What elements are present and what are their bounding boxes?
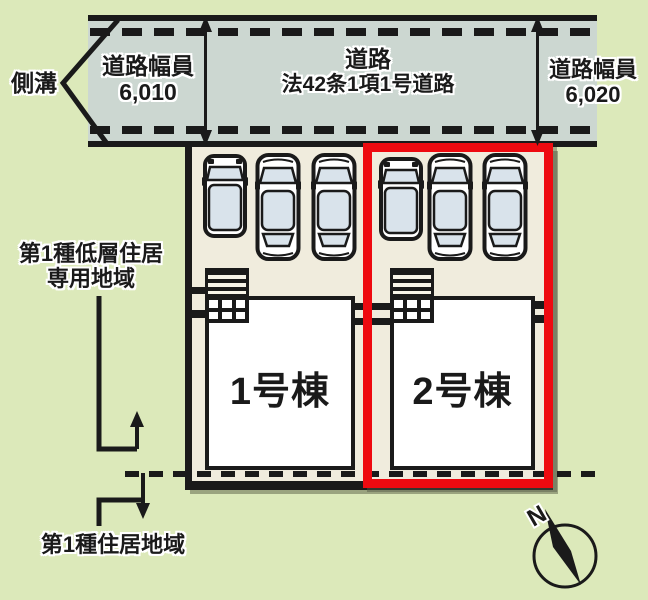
road-width-right-label: 道路幅員 6,020 [533,57,648,107]
sedan-glyph [255,153,301,261]
van-glyph [202,154,248,238]
fence-bar [186,310,206,318]
road-area [88,15,597,147]
building-1-label: 1号棟 [229,371,331,413]
road-width-right-title: 道路幅員 [548,57,637,82]
gutter-label: 側溝 [11,70,57,96]
car-icon [255,152,301,262]
compass-label: N [523,500,552,532]
entrance-tiles-2 [390,296,434,323]
tile-cell [407,311,417,319]
tile-cell [222,311,232,319]
tile-cell [407,300,417,308]
tile-cell [235,311,245,319]
building-1-footprint [205,296,355,470]
road-width-left-title: 道路幅員 [102,53,194,79]
tile-cell [394,300,404,308]
fence-bar [531,301,549,309]
entrance-steps-2 [390,268,434,297]
road-width-right-value: 6,020 [565,81,621,107]
road-name-line1: 道路 [345,46,391,72]
zone-lower-pointer [96,473,150,526]
fence-bar [186,287,206,294]
car-icon [202,153,248,239]
fence-bar [531,315,549,323]
tile-cell [209,300,219,308]
road-name-label: 道路 法42条1項1号道路 [258,46,478,96]
car-icon [427,152,473,262]
sedan-glyph [427,153,473,261]
gutter-dashed-line-top [90,28,595,36]
tile-cell [235,300,245,308]
tile-cell [394,311,404,319]
building-2-label: 2号棟 [412,371,513,413]
highlight-box-building-2 [363,143,553,488]
car-icon [311,152,357,262]
entrance-tiles-1 [205,296,249,323]
tile-cell [222,300,232,308]
entrance-steps-1 [205,268,249,297]
tile-cell [420,300,430,308]
tile-cell [209,311,219,319]
road-name-line2: 法42条1項1号道路 [281,72,455,96]
road-width-left-label: 道路幅員 6,010 [88,53,208,106]
zone-upper-line2: 専用地域 [46,265,135,291]
zone-upper-line1: 第1種低層住居 [18,241,164,266]
van-glyph [378,157,424,241]
zone-upper-label: 第1種低層住居 専用地域 [8,241,174,291]
compass-icon: N [521,498,598,589]
sedan-glyph [482,153,528,261]
building-2-footprint [390,296,535,470]
zone-upper-pointer [96,296,144,452]
road-width-left-value: 6,010 [119,78,177,105]
gutter-dashed-line-bottom [90,126,595,134]
car-icon [378,156,424,242]
sedan-glyph [311,153,357,261]
zone-lower-label: 第1種住居地域 [40,532,186,557]
car-icon [482,152,528,262]
tile-cell [420,311,430,319]
